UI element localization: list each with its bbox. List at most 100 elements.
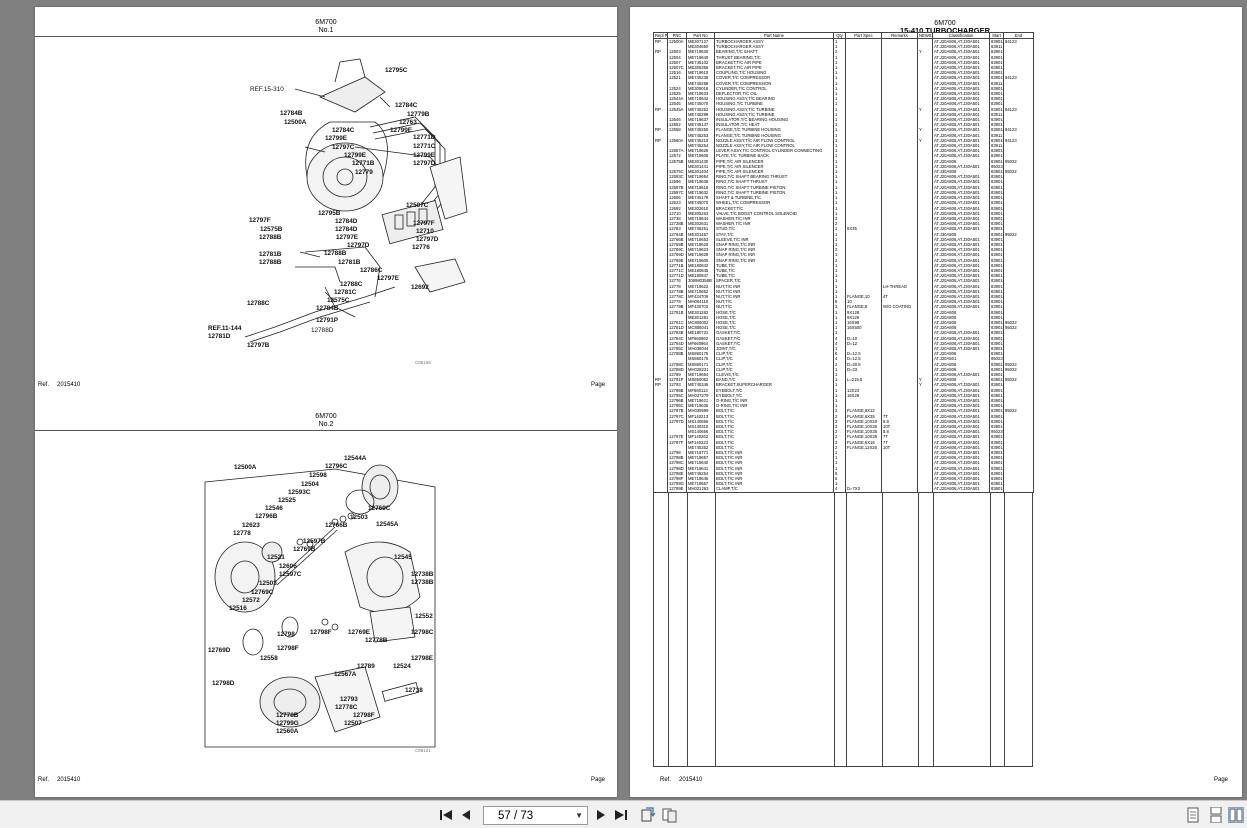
table-cell: MH021263	[686, 486, 715, 493]
table-cell: FLANGE,12X20	[845, 444, 882, 451]
last-page-icon[interactable]	[613, 807, 629, 823]
table-cell: 94123	[1003, 106, 1034, 112]
table-cell: 83901	[989, 382, 1004, 388]
viewer-toolbar: 57 / 73 ▼	[0, 800, 1247, 828]
table-cell: 308980358B	[686, 278, 715, 284]
diagram2-callout: 12567A	[334, 671, 357, 678]
table-cell	[1003, 460, 1034, 466]
table-cell: 83901	[989, 101, 1004, 107]
table-cell	[1003, 226, 1034, 232]
table-cell: 83901	[989, 434, 1004, 440]
continuous-view-icon[interactable]	[1208, 807, 1224, 823]
single-page-view-icon[interactable]	[1185, 807, 1201, 823]
compare-icon[interactable]	[662, 807, 678, 823]
table-cell: 83901	[989, 252, 1004, 258]
first-page-icon[interactable]	[438, 807, 454, 823]
diagram1-code: C88106	[415, 360, 431, 365]
table-cell: 83901	[989, 200, 1004, 206]
table-cell: 83901	[989, 257, 1004, 263]
table-cell	[1003, 330, 1034, 336]
table-cell	[1003, 314, 1034, 320]
table-column-line	[918, 493, 919, 766]
diagram1-callout: 12797F	[413, 220, 435, 227]
rotate-icon[interactable]	[640, 807, 656, 823]
table-cell	[653, 486, 668, 493]
table-cell: 95022	[1003, 158, 1034, 164]
page-number-select[interactable]: 57 / 73 ▼	[483, 806, 588, 825]
diagram2-callout: 12793	[340, 696, 358, 703]
table-cell	[1003, 288, 1034, 294]
table-cell	[1003, 403, 1034, 409]
table-cell	[1003, 476, 1034, 482]
diagram2-callout: 12778	[233, 530, 251, 537]
diagram2-callout: 12738B	[411, 571, 434, 578]
table-title: 15-410 TURBOCHARGER	[899, 26, 991, 35]
diagram1-callout: 12781C	[334, 289, 357, 296]
table-cell: 12769D	[667, 252, 687, 258]
diagram1-callout: 12781B	[259, 251, 282, 258]
table-cell	[1003, 70, 1034, 76]
section2-rule	[35, 430, 617, 431]
table-cell	[1003, 85, 1034, 92]
table-cell	[1003, 111, 1034, 118]
table-cell	[1003, 418, 1034, 425]
table-cell	[1003, 345, 1034, 352]
diagram1-drawing	[244, 58, 468, 343]
diagram1-callout: 12575C	[327, 297, 350, 304]
col-header: End	[1003, 32, 1034, 39]
table-cell	[1003, 262, 1034, 268]
table-cell	[1003, 351, 1034, 357]
table-cell	[1003, 205, 1034, 211]
table-cell: 83901	[989, 49, 1004, 55]
diagram1-callout: 12795C	[385, 67, 408, 74]
diagram2-callout: 12798	[277, 631, 295, 638]
table-cell: 12799E	[667, 486, 687, 493]
col-header: Repl Part	[653, 32, 668, 39]
section2-model: 6M700	[315, 413, 337, 420]
diagram1-callout: REF.11-144	[208, 325, 242, 332]
table-cell	[1003, 215, 1034, 222]
diagram1-callout: 12784B	[280, 110, 303, 117]
table-cell	[1003, 413, 1034, 419]
table-cell: 83901	[989, 304, 1004, 310]
section1-model: 6M700	[315, 19, 337, 26]
diagram1-callout: 12797D	[347, 242, 370, 249]
diagram1-callout: 12797E	[336, 234, 359, 241]
table-cell	[1003, 372, 1034, 378]
table-cell	[881, 486, 918, 493]
table-cell	[1003, 439, 1034, 445]
diagram1-callout: 12763	[399, 119, 417, 126]
right-page: 6M700 15-410 TURBOCHARGER Repl Part PNC …	[630, 7, 1242, 797]
prev-page-icon[interactable]	[458, 807, 474, 823]
table-cell	[1003, 387, 1034, 393]
table-cell	[1003, 392, 1034, 399]
diagram2-callout: 12798E	[411, 655, 434, 662]
next-page-icon[interactable]	[593, 807, 609, 823]
chevron-down-icon: ▼	[575, 811, 583, 820]
diagram2-callout: 12500A	[234, 464, 257, 471]
document-viewer[interactable]: 6M700 No.1	[0, 0, 1247, 800]
diagram1-callout: 12788B	[259, 234, 282, 241]
diagram2-callout: 12798C	[411, 629, 434, 636]
two-page-view-icon[interactable]	[1228, 807, 1244, 823]
table-cell: 94123	[1003, 127, 1034, 133]
table-cell	[1003, 273, 1034, 279]
